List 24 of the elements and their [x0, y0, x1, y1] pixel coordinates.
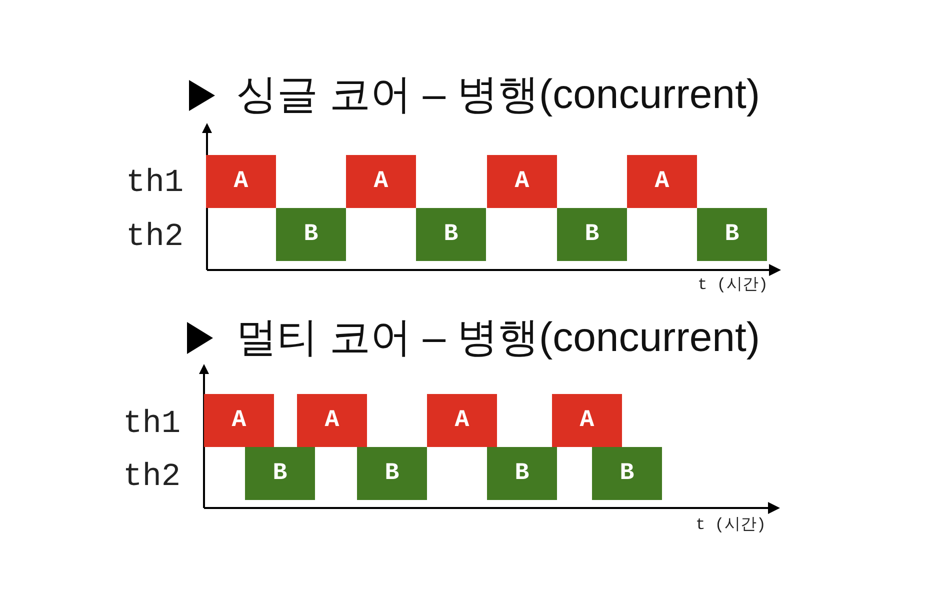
thread-label: th1: [126, 165, 184, 201]
time-slice-block: A: [552, 394, 622, 447]
time-slice-block: A: [206, 155, 276, 208]
time-slice-block: B: [245, 447, 315, 500]
time-slice-block: A: [427, 394, 497, 447]
time-slice-block: A: [346, 155, 416, 208]
section-heading: 싱글 코어 – 병행(concurrent): [236, 70, 760, 118]
time-slice-block: B: [487, 447, 557, 500]
time-slice-block: B: [416, 208, 486, 261]
time-slice-block: B: [592, 447, 662, 500]
time-slice-block: A: [627, 155, 697, 208]
time-slice-block: A: [487, 155, 557, 208]
thread-label: th2: [123, 459, 181, 495]
section-heading: 멀티 코어 – 병행(concurrent): [236, 313, 760, 361]
time-slice-block: A: [297, 394, 367, 447]
time-slice-block: B: [276, 208, 346, 261]
time-slice-block: A: [204, 394, 274, 447]
axis-label: t (시간): [698, 275, 768, 295]
time-slice-block: B: [557, 208, 627, 261]
time-slice-block: B: [697, 208, 767, 261]
time-slice-block: B: [357, 447, 427, 500]
thread-label: th2: [126, 219, 184, 255]
axis-label: t (시간): [696, 515, 766, 535]
thread-label: th1: [123, 406, 181, 442]
